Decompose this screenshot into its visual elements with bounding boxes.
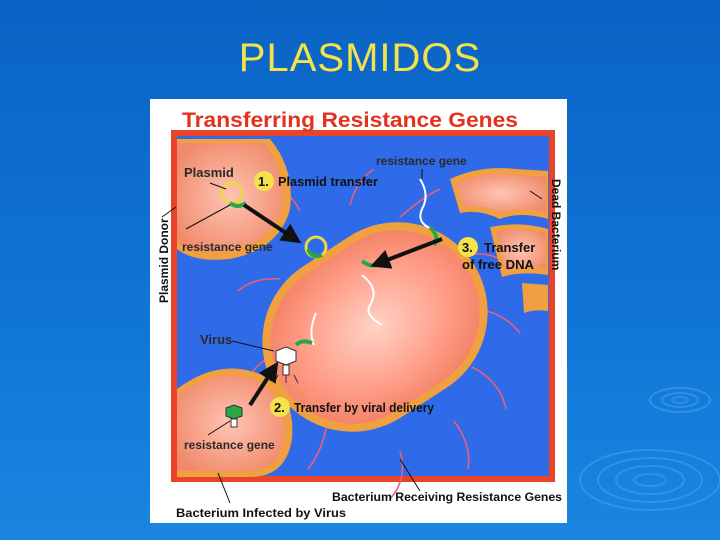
donor-plasmid-gene bbox=[228, 201, 248, 208]
step-1-number: 1. bbox=[258, 174, 269, 189]
step-1-label: Plasmid transfer bbox=[278, 174, 378, 189]
slide-title: PLASMIDOS bbox=[238, 36, 482, 80]
received-dna-strand bbox=[361, 274, 383, 326]
received-plasmid-gene bbox=[306, 248, 323, 259]
plasmid-donor-cell bbox=[177, 139, 291, 260]
step-3-badge bbox=[458, 237, 478, 257]
plasmid-label: Plasmid bbox=[184, 165, 234, 180]
step-3: 3. Transfer of free DNA bbox=[458, 237, 535, 272]
step-2: 2. Transfer by viral delivery bbox=[270, 397, 435, 417]
step-3-label-line-2: of free DNA bbox=[462, 257, 535, 272]
virus-in-cell-icon bbox=[225, 404, 243, 428]
plasmid-transfer-arrow bbox=[242, 203, 302, 244]
bacterium-infected-label: Bacterium Infected by Virus bbox=[176, 506, 346, 520]
step-1-badge bbox=[254, 171, 274, 191]
water-ripple-decoration bbox=[579, 387, 720, 511]
virus-label: Virus bbox=[200, 332, 232, 347]
step-2-badge bbox=[270, 397, 290, 417]
step-3-number: 3. bbox=[462, 240, 473, 255]
resistance-gene-label-top-left: resistance gene bbox=[182, 240, 273, 254]
figure-title: Transferring Resistance Genes bbox=[182, 109, 518, 132]
step-2-label: Transfer by viral delivery bbox=[294, 400, 435, 415]
plasmid-donor-label: Plasmid Donor bbox=[157, 218, 171, 303]
resistance-gene-label-top: resistance gene bbox=[376, 154, 467, 168]
free-dna-strand bbox=[419, 178, 433, 230]
dead-bacterium-label: Dead Bacterium bbox=[549, 179, 563, 270]
step-3-label-line-1: Transfer bbox=[484, 240, 535, 255]
viral-dna-gene bbox=[294, 339, 313, 347]
free-dna-arrow bbox=[370, 237, 443, 269]
step-1: 1. Plasmid transfer bbox=[254, 171, 378, 191]
step-2-number: 2. bbox=[274, 400, 285, 415]
dead-bacterium bbox=[450, 168, 548, 313]
virus-icon bbox=[273, 346, 299, 384]
viral-dna-strand bbox=[310, 312, 317, 346]
resistance-genes-diagram: Transferring Resistance Genes Plasmid re… bbox=[150, 99, 567, 523]
bacterium-receiving-label: Bacterium Receiving Resistance Genes bbox=[332, 490, 562, 504]
resistance-gene-label-bottom-left: resistance gene bbox=[184, 438, 275, 452]
label-pointers bbox=[161, 169, 543, 504]
receiving-cell bbox=[262, 222, 488, 432]
viral-delivery-arrow bbox=[248, 361, 279, 407]
